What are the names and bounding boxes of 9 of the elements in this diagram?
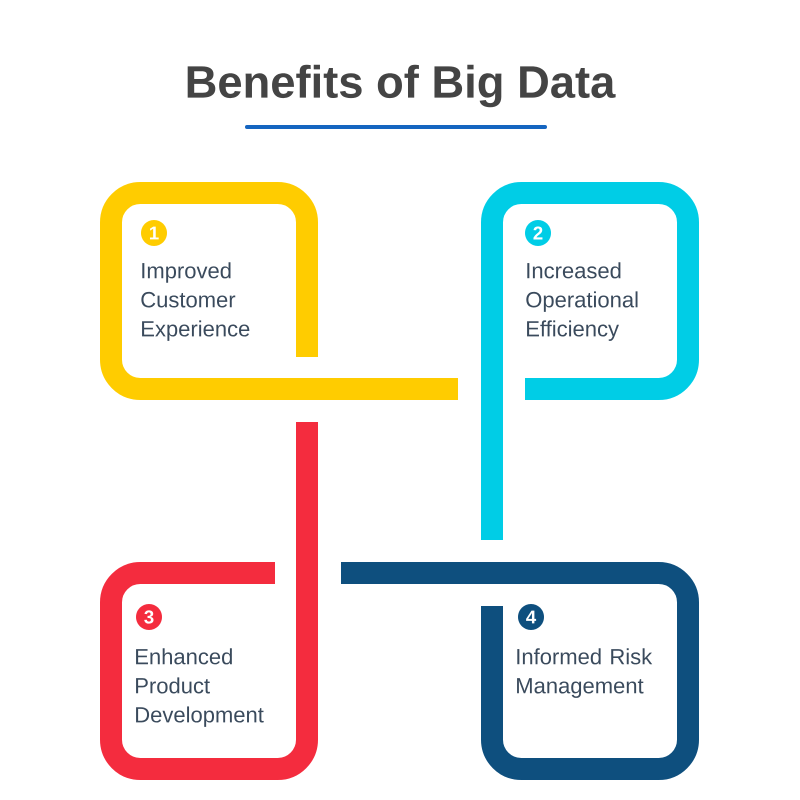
number-badge: 1 bbox=[141, 220, 167, 246]
card-text: Enhanced Product Development bbox=[136, 648, 264, 727]
number-badge: 2 bbox=[525, 220, 551, 246]
title: Benefits of Big Data bbox=[188, 64, 616, 108]
number-badge: 4 bbox=[518, 604, 544, 630]
card-text: Improved Customer Experience bbox=[141, 262, 250, 341]
card-text: Informed Risk Management bbox=[517, 648, 652, 698]
number-badge: 3 bbox=[136, 604, 162, 630]
card-text: Increased Operational Efficiency bbox=[526, 262, 638, 341]
